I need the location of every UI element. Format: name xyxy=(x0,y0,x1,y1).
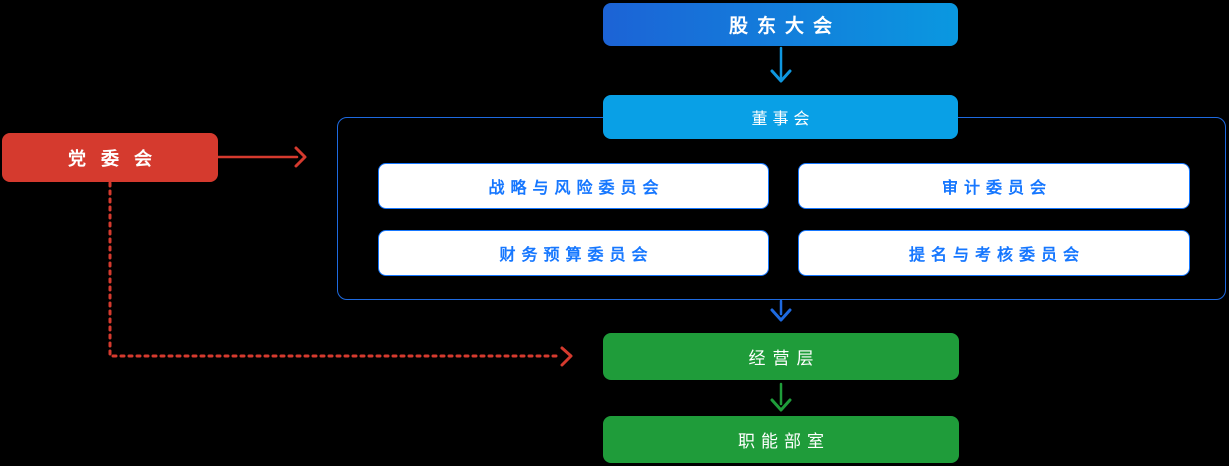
node-strategy-risk-committee: 战略与风险委员会 xyxy=(378,163,769,209)
arrow-board-to-management xyxy=(770,299,792,322)
node-nomination-assessment-committee: 提名与考核委员会 xyxy=(798,230,1190,276)
node-audit-committee: 审计委员会 xyxy=(798,163,1190,209)
node-party-committee: 党委会 xyxy=(2,133,218,182)
arrow-management-to-departments xyxy=(770,382,792,412)
node-board-of-directors: 董事会 xyxy=(603,95,958,139)
node-management-level: 经营层 xyxy=(603,333,959,380)
node-shareholders-meeting: 股东大会 xyxy=(603,3,958,46)
arrow-shareholders-to-board xyxy=(770,46,792,83)
node-functional-departments: 职能部室 xyxy=(603,416,959,463)
node-finance-budget-committee: 财务预算委员会 xyxy=(378,230,769,276)
arrow-party-to-board xyxy=(216,146,307,168)
